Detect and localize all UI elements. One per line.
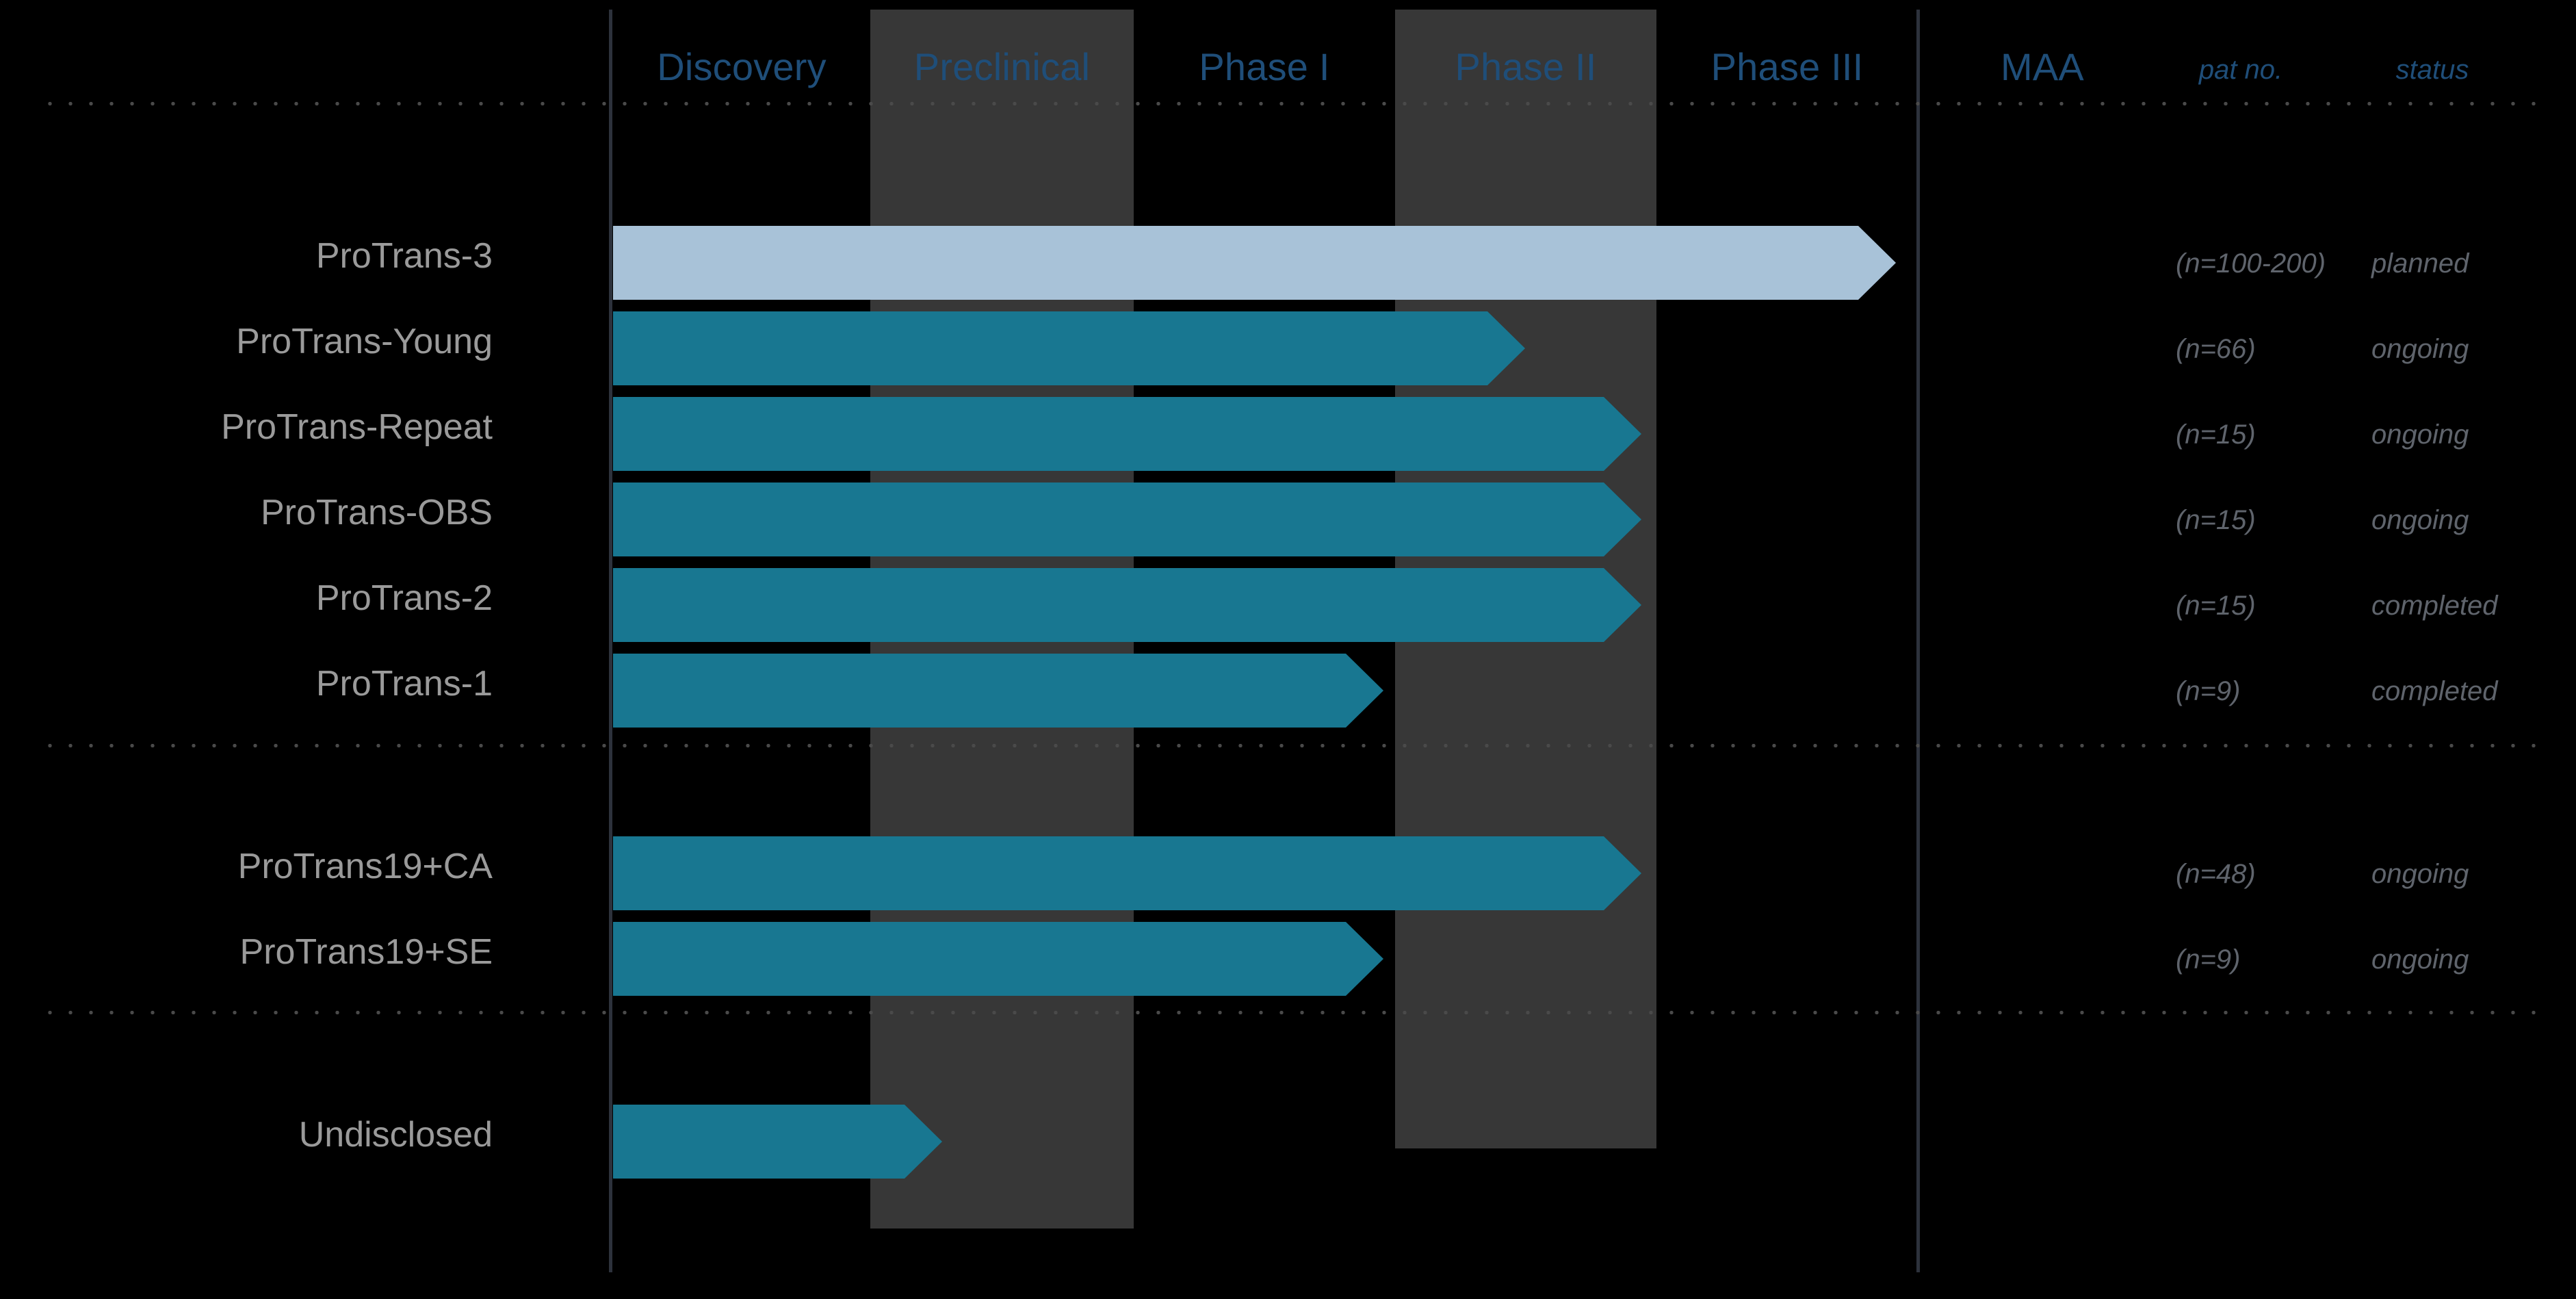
- row-label-protrans-young: ProTrans-Young: [236, 322, 493, 361]
- axis-line: [609, 10, 612, 1272]
- arrow-shape: [613, 836, 1641, 910]
- bar-protrans19-se[interactable]: [613, 922, 1383, 996]
- bar-protrans-young[interactable]: [613, 311, 1525, 385]
- bar-protrans-2[interactable]: [613, 568, 1641, 642]
- status-protrans-repeat: ongoing: [2371, 420, 2469, 450]
- pat-no-protrans-obs: (n=15): [2176, 505, 2256, 535]
- phase-header-phase-i: Phase I: [1199, 45, 1330, 88]
- rule-group-2-3: [40, 1010, 2544, 1015]
- column-header-pat-no: pat no.: [2198, 55, 2283, 85]
- status-protrans-1: completed: [2371, 676, 2498, 706]
- arrow-shape: [613, 568, 1641, 642]
- bar-protrans-1[interactable]: [613, 654, 1383, 728]
- pat-no-protrans-repeat: (n=15): [2176, 420, 2256, 450]
- row-label-protrans-repeat: ProTrans-Repeat: [221, 407, 493, 447]
- bar-protrans-obs[interactable]: [613, 483, 1641, 556]
- status-protrans-2: completed: [2371, 591, 2498, 621]
- phase-header-phase-iii: Phase III: [1710, 45, 1864, 88]
- status-protrans-young: ongoing: [2371, 334, 2469, 364]
- row-label-protrans-obs: ProTrans-OBS: [260, 493, 493, 532]
- arrow-shape: [613, 483, 1641, 556]
- row-label-undisclosed: Undisclosed: [298, 1115, 493, 1155]
- arrow-shape: [613, 311, 1525, 385]
- arrow-shape: [613, 922, 1383, 996]
- phase-header-phase-ii: Phase II: [1455, 45, 1597, 88]
- row-label-protrans-2: ProTrans-2: [315, 578, 493, 618]
- pat-no-protrans-1: (n=9): [2176, 676, 2241, 706]
- bar-protrans19-ca[interactable]: [613, 836, 1641, 910]
- arrow-shape: [613, 654, 1383, 728]
- phase-header-preclinical: Preclinical: [913, 45, 1091, 88]
- row-label-protrans19-ca: ProTrans19+CA: [237, 847, 493, 886]
- pat-no-protrans-2: (n=15): [2176, 591, 2256, 621]
- maa-divider-line: [1916, 10, 1920, 1272]
- row-label-protrans-3: ProTrans-3: [315, 236, 493, 276]
- arrow-shape: [613, 397, 1641, 471]
- arrow-shape: [613, 1105, 942, 1179]
- rule-top: [40, 101, 2544, 106]
- row-label-protrans19-se: ProTrans19+SE: [239, 932, 493, 972]
- rule-group-1-2: [40, 743, 2544, 748]
- status-protrans19-se: ongoing: [2371, 944, 2469, 975]
- status-protrans19-ca: ongoing: [2371, 859, 2469, 889]
- status-protrans-obs: ongoing: [2371, 505, 2469, 535]
- pat-no-protrans19-ca: (n=48): [2176, 859, 2256, 889]
- pat-no-protrans-3: (n=100-200): [2176, 248, 2326, 279]
- pat-no-protrans19-se: (n=9): [2176, 944, 2241, 975]
- column-header-status: status: [2395, 55, 2469, 85]
- arrow-shape: [613, 226, 1896, 300]
- row-label-protrans-1: ProTrans-1: [315, 664, 493, 704]
- bar-protrans-repeat[interactable]: [613, 397, 1641, 471]
- phase-header-maa: MAA: [2001, 45, 2084, 88]
- phase-header-discovery: Discovery: [657, 45, 827, 88]
- pat-no-protrans-young: (n=66): [2176, 334, 2256, 364]
- bar-protrans-3[interactable]: [613, 226, 1896, 300]
- bar-undisclosed[interactable]: [613, 1105, 942, 1179]
- status-protrans-3: planned: [2371, 248, 2469, 279]
